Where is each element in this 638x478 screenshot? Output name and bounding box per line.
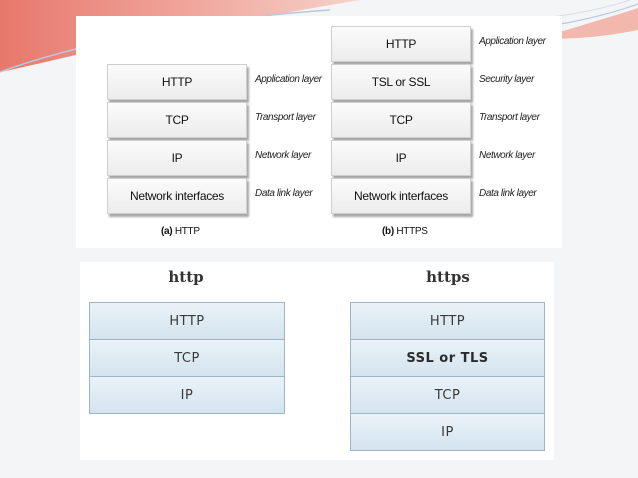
layer-box: HTTP	[331, 26, 471, 62]
layer-name-label: Security layer	[479, 74, 534, 85]
layer-name-label: Application layer	[479, 36, 546, 47]
caption-b-label: (b)	[382, 226, 394, 237]
layer-box: IP	[107, 140, 247, 176]
security-layer-box: SSL or TLS	[350, 340, 545, 377]
bottom-diagram-panel: http https HTTP TCP IP HTTP SSL or TLS T…	[80, 262, 554, 460]
layer-box: TSL or SSL	[331, 64, 471, 100]
http-simple-stack: HTTP TCP IP	[89, 302, 285, 414]
layer-box: IP	[89, 377, 285, 414]
caption-b: (b) HTTPS	[382, 226, 428, 237]
layer-box: HTTP	[350, 303, 545, 340]
caption-a: (a) HTTP	[161, 226, 200, 237]
caption-a-text: HTTP	[174, 226, 200, 237]
layer-name-label: Data link layer	[255, 188, 313, 199]
layer-box: Network interfaces	[331, 178, 471, 214]
layer-box: TCP	[350, 377, 545, 414]
layer-box: TCP	[331, 102, 471, 138]
layer-name-label: Data link layer	[479, 188, 537, 199]
layer-name-label: Application layer	[255, 74, 322, 85]
layer-box: TCP	[89, 340, 285, 377]
layer-box: HTTP	[89, 303, 285, 340]
https-title: https	[426, 268, 470, 286]
layer-box: Network interfaces	[107, 178, 247, 214]
layer-box: IP	[331, 140, 471, 176]
http-title: http	[168, 268, 204, 286]
layer-name-label: Transport layer	[479, 112, 540, 123]
layer-box: TCP	[107, 102, 247, 138]
caption-b-text: HTTPS	[396, 226, 428, 237]
layer-name-label: Network layer	[479, 150, 535, 161]
caption-a-label: (a)	[161, 226, 173, 237]
https-simple-stack: HTTP SSL or TLS TCP IP	[350, 302, 545, 451]
layer-name-label: Network layer	[255, 150, 311, 161]
layer-box: HTTP	[107, 64, 247, 100]
layer-box: IP	[350, 414, 545, 451]
top-diagram-panel: HTTP Application layer TCP Transport lay…	[76, 16, 562, 248]
layer-name-label: Transport layer	[255, 112, 316, 123]
